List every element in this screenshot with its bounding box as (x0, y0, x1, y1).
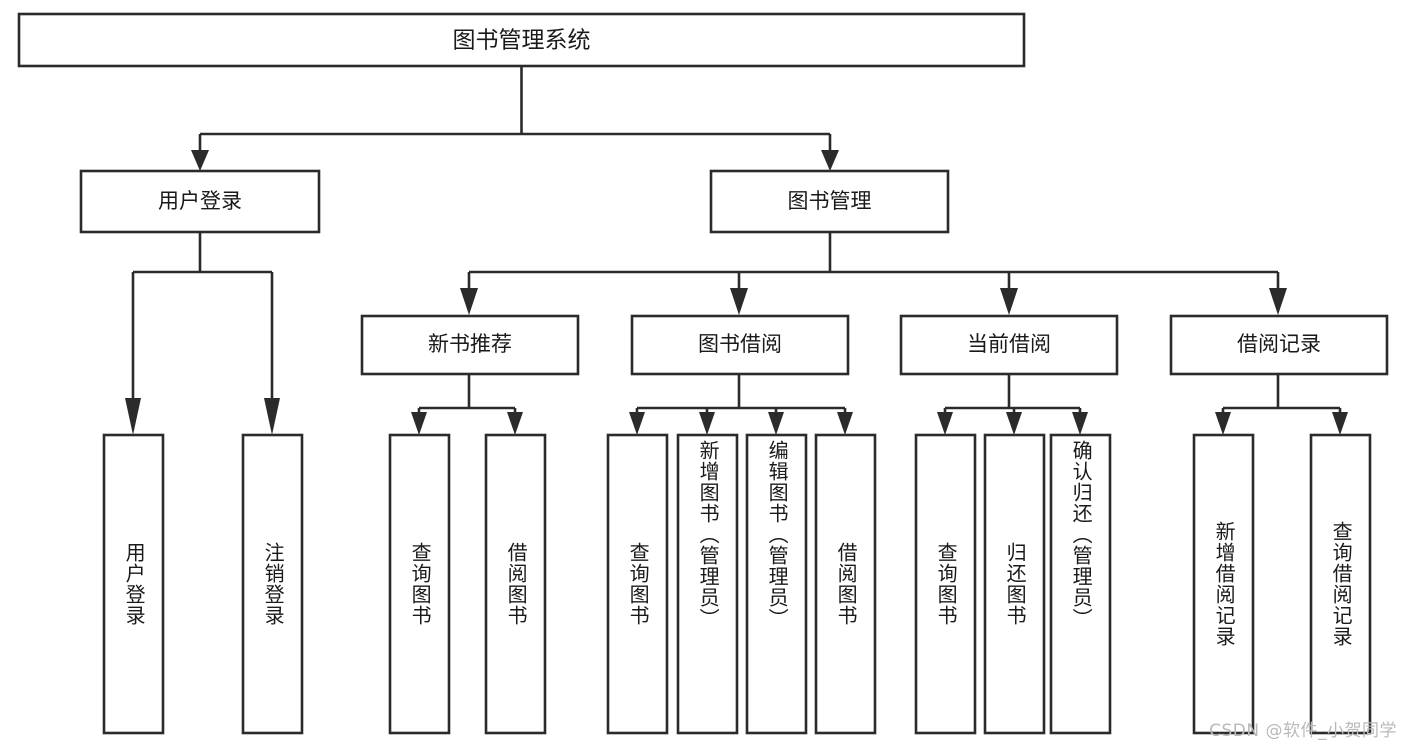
arrow-head-leaf-query-record (1332, 412, 1348, 435)
node-box-leaf-add-borrow-record[interactable] (1192, 433, 1255, 735)
arrow-head-leaf-user-login (125, 398, 141, 435)
node-box-leaf-add-book-admin[interactable] (676, 433, 739, 735)
node-box-leaf-user-login[interactable] (102, 433, 165, 735)
node-label-root: 图书管理系统 (453, 28, 591, 54)
arrow-head-book-manage (821, 150, 839, 171)
csdn-watermark: CSDN @软件_小贺同学 (1209, 721, 1397, 741)
node-box-leaf-query-book-3[interactable] (914, 433, 977, 735)
arrow-head-leaf-logout (264, 398, 280, 435)
node-box-leaf-edit-book-admin[interactable] (745, 433, 808, 735)
node-label-user-login: 用户登录 (158, 189, 242, 213)
arrow-head-leaf-add-record (1215, 412, 1231, 435)
node-box-root[interactable] (17, 12, 1026, 68)
arrow-head-leaf-query-3 (937, 412, 953, 435)
arrow-head-leaf-add-book (699, 412, 715, 435)
node-box-current-borrow[interactable] (899, 314, 1119, 376)
arrow-head-leaf-edit-book (768, 412, 784, 435)
node-box-leaf-logout-login[interactable] (241, 433, 304, 735)
node-box-leaf-query-book-2[interactable] (606, 433, 669, 735)
node-label-book-borrow: 图书借阅 (698, 332, 782, 356)
arrow-head-borrow-record (1269, 288, 1287, 315)
arrow-head-leaf-query-1 (411, 412, 427, 435)
node-layer: 图书管理系统 用户登录 图书管理 新书推荐 图书借阅 当前借阅 借阅记录 (17, 12, 1389, 735)
arrow-head-new-book (460, 288, 478, 315)
node-label-book-manage: 图书管理 (788, 189, 872, 213)
arrow-head-current-borrow (1000, 288, 1018, 315)
arrow-head-user-login (191, 150, 209, 171)
node-box-leaf-query-book-1[interactable] (388, 433, 451, 735)
arrow-head-leaf-borrow-1 (507, 412, 523, 435)
node-box-leaf-confirm-return-admin[interactable] (1049, 433, 1112, 735)
node-box-leaf-borrow-book-2[interactable] (814, 433, 877, 735)
node-label-borrow-record: 借阅记录 (1237, 332, 1321, 356)
node-box-leaf-return-book[interactable] (983, 433, 1046, 735)
arrow-head-leaf-return (1006, 412, 1022, 435)
connector-layer (125, 66, 1348, 435)
arrow-head-leaf-borrow-2 (837, 412, 853, 435)
node-label-new-book-recommend: 新书推荐 (428, 332, 512, 356)
node-box-borrow-record[interactable] (1169, 314, 1389, 376)
node-box-new-book-recommend[interactable] (360, 314, 580, 376)
node-box-leaf-query-borrow-record[interactable] (1309, 433, 1372, 735)
node-box-book-manage[interactable] (709, 169, 950, 234)
node-box-user-login[interactable] (79, 169, 321, 234)
arrow-head-leaf-query-2 (629, 412, 645, 435)
arrow-head-book-borrow (730, 288, 748, 315)
node-label-current-borrow: 当前借阅 (967, 332, 1051, 356)
node-box-book-borrow[interactable] (630, 314, 850, 376)
arrow-head-leaf-confirm-return (1072, 412, 1088, 435)
node-box-leaf-borrow-book-1[interactable] (484, 433, 547, 735)
